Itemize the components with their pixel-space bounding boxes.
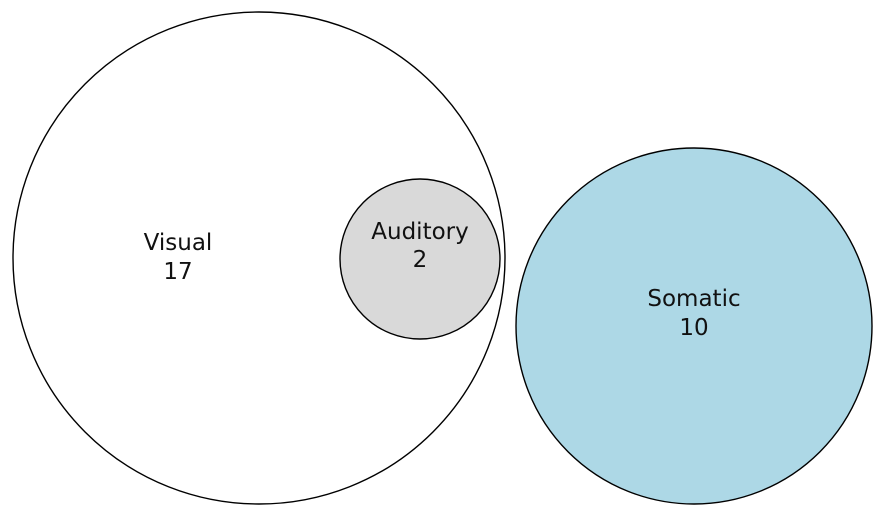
visual-set: Visual 17 — [12, 11, 506, 505]
auditory-circle — [339, 178, 501, 340]
somatic-circle — [515, 147, 873, 505]
visual-circle — [12, 11, 506, 505]
auditory-name-label: Auditory — [371, 219, 468, 245]
auditory-count-label: 2 — [413, 247, 428, 273]
somatic-name-label: Somatic — [647, 286, 740, 312]
auditory-set: Auditory 2 — [339, 178, 501, 340]
somatic-set: Somatic 10 — [515, 147, 873, 505]
visual-name-label: Visual — [144, 230, 213, 256]
visual-count-label: 17 — [163, 259, 192, 285]
somatic-count-label: 10 — [679, 315, 708, 341]
